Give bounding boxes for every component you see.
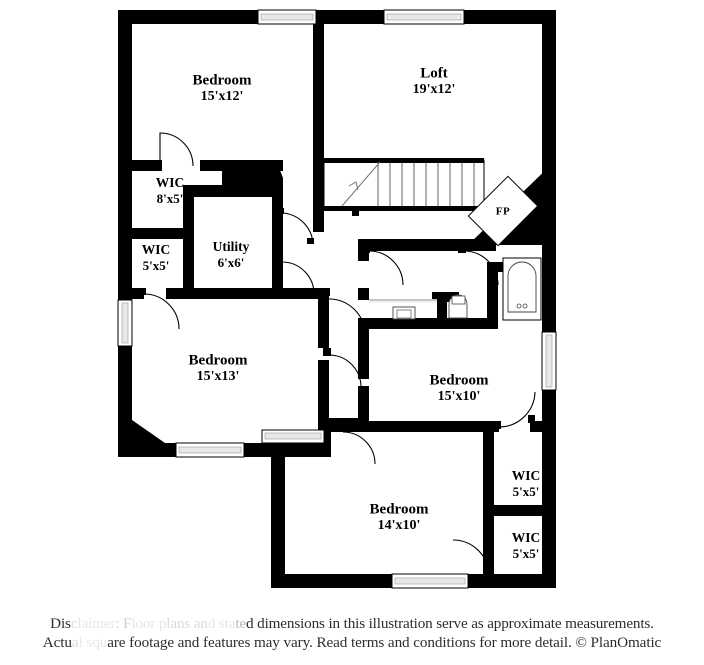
- room-label-bedroom-4: Bedroom: [370, 501, 429, 517]
- room-dim-utility: 6'x6': [218, 255, 245, 270]
- room-dim-wic-4: 5'x5': [513, 546, 540, 561]
- disclaimer-seg-12: l squ: [78, 633, 108, 651]
- room-dim-bedroom-4: 14'x10': [378, 518, 421, 533]
- room-label-bedroom-3: Bedroom: [430, 372, 489, 388]
- room-label-bedroom-1: Bedroom: [193, 72, 252, 88]
- windows: [117, 9, 557, 589]
- room-label-wic-1: WIC: [156, 175, 185, 190]
- disclaimer-seg-3: laimer: [77, 614, 116, 632]
- disclaimer-line-1: Disclaimer: Floor plans and stated dimen…: [50, 614, 654, 633]
- disclaimer-block: Disclaimer: Floor plans and stated dimen…: [0, 600, 704, 665]
- room-dim-wic-2: 5'x5': [143, 258, 170, 273]
- room-dim-wic-1: 8'x5': [157, 191, 184, 206]
- angled-corner-wall: [118, 420, 185, 457]
- disclaimer-seg-4: : F: [115, 614, 132, 632]
- interior-walls: [118, 10, 556, 575]
- room-label-loft: Loft: [420, 65, 448, 81]
- room-dim-loft: 19'x12': [413, 82, 456, 97]
- disclaimer-seg-6: lans an: [166, 614, 208, 632]
- room-dim-bedroom-1: 15'x12': [201, 89, 244, 104]
- fireplace-label: FP: [496, 206, 510, 218]
- disclaimer-seg-10: Actu: [42, 633, 72, 651]
- disclaimer-seg-8: te: [235, 614, 247, 632]
- disclaimer-seg-1: Dis: [50, 614, 71, 632]
- floor-plan-canvas: FP Bedroom: [117, 9, 557, 589]
- room-label-bedroom-2: Bedroom: [189, 352, 248, 368]
- disclaimer-seg-5: loor p: [131, 614, 167, 632]
- room-label-wic-3: WIC: [512, 468, 541, 483]
- room-label-wic-4: WIC: [512, 530, 541, 545]
- room-dim-bedroom-2: 15'x13': [197, 369, 240, 384]
- room-dim-wic-3: 5'x5': [513, 484, 540, 499]
- room-label-utility: Utility: [213, 239, 250, 254]
- room-label-wic-2: WIC: [142, 242, 171, 257]
- floor-fill: [118, 10, 556, 588]
- staircase: [323, 158, 485, 216]
- bathroom-fixtures: [369, 257, 542, 321]
- disclaimer-seg-7: d sta: [207, 614, 236, 632]
- disclaimer-seg-13: are footage and features may vary. Read …: [107, 633, 662, 651]
- disclaimer-seg-2: c: [70, 614, 78, 632]
- fireplace: FP: [467, 175, 539, 247]
- disclaimer-seg-11: a: [71, 633, 79, 651]
- disclaimer-line-2: Actual square footage and features may v…: [42, 633, 662, 652]
- disclaimer-seg-9: d dimensions in this illustration serve …: [246, 614, 654, 632]
- room-labels: Bedroom 15'x12' Loft 19'x12' WIC 8'x5' W…: [142, 65, 541, 561]
- room-dim-bedroom-3: 15'x10': [438, 389, 481, 404]
- floor-plan-drawing: FP Bedroom: [117, 9, 557, 589]
